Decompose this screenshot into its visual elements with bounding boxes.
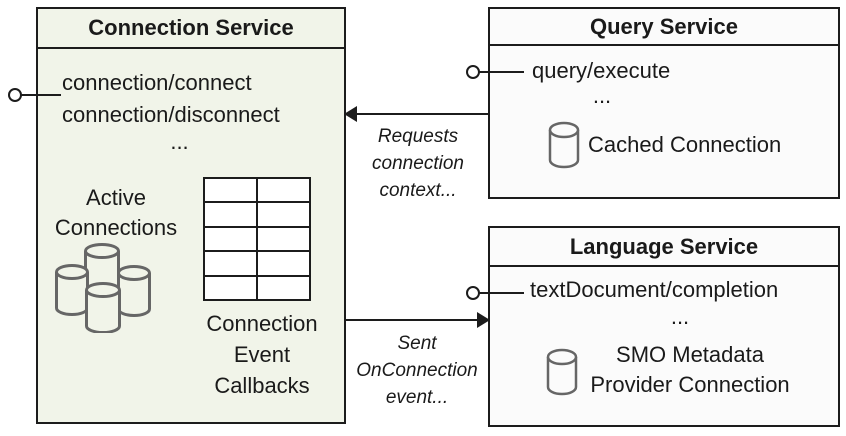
sent-onconnection-event-label: Sent OnConnection event... [356, 333, 478, 408]
method-connection-connect: connection/connect [62, 70, 252, 95]
method-query-execute: query/execute [532, 58, 671, 83]
query-service-title: Query Service [490, 9, 838, 46]
interface-circle-icon [8, 88, 22, 102]
method-textdocument-completion: textDocument/completion [530, 277, 779, 302]
connection-service-methods: connection/connect connection/disconnect… [62, 67, 297, 153]
arrow-right-head-icon [477, 312, 490, 328]
query-service-box: Query Service query/execute ... Cached C… [488, 7, 840, 199]
interface-circle-icon [466, 65, 480, 79]
requests-connection-context-label: Requests connection context... [372, 126, 464, 201]
cached-connection-label: Cached Connection [588, 132, 782, 157]
connection-service-title: Connection Service [38, 9, 344, 49]
active-connections-databases-icon [55, 243, 151, 333]
query-methods-ellipsis: ... [592, 83, 612, 108]
method-connection-disconnect: connection/disconnect [62, 102, 280, 127]
interface-circle-icon [466, 286, 480, 300]
language-service-title: Language Service [490, 228, 838, 267]
smo-metadata-database-icon [546, 348, 578, 396]
interface-stem [21, 94, 61, 96]
arrow-left-head-icon [344, 106, 357, 122]
methods-ellipsis: ... [170, 129, 189, 154]
arrow-line [354, 113, 490, 115]
interface-stem [479, 292, 524, 294]
language-methods-ellipsis: ... [670, 304, 690, 329]
connection-service-box: Connection Service connection/connect co… [36, 7, 346, 424]
arrow-line [345, 319, 479, 321]
interface-stem [479, 71, 524, 73]
callbacks-table-icon [203, 177, 311, 301]
connection-event-callbacks-label: Connection Event Callbacks [206, 311, 318, 398]
cached-connection-database-icon [548, 121, 580, 169]
language-service-box: Language Service textDocument/completion… [488, 226, 840, 427]
smo-metadata-provider-connection-label: SMO Metadata Provider Connection [590, 342, 790, 397]
active-connections-label: Active Connections [54, 185, 178, 240]
